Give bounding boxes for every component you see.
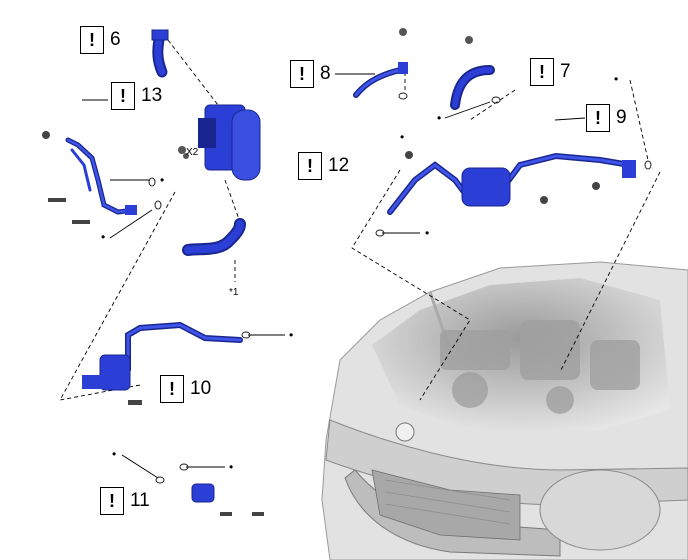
- callout-6[interactable]: ! 6: [80, 26, 121, 54]
- non-reusable-marker: •: [289, 328, 294, 342]
- callout-number: 7: [560, 61, 571, 82]
- callout-number: 13: [141, 85, 163, 106]
- callout-number: 8: [320, 63, 331, 84]
- callout-number: 11: [130, 490, 150, 511]
- non-reusable-marker: •: [614, 72, 619, 86]
- solid-leader-lines: [82, 73, 586, 479]
- non-reusable-marker: •: [400, 130, 405, 144]
- dashed-leader-lines: [59, 39, 661, 401]
- callout-number: 10: [190, 378, 212, 399]
- non-reusable-marker: •: [425, 226, 430, 240]
- part-12-lower-hose: [182, 218, 246, 256]
- part-13-bracket-pipes: [42, 131, 137, 215]
- non-reusable-marker: •: [112, 447, 117, 461]
- callout-13[interactable]: ! 13: [111, 82, 162, 110]
- caution-icon: !: [530, 58, 554, 86]
- part-13-bolts: [48, 198, 90, 224]
- callout-9[interactable]: ! 9: [586, 104, 627, 132]
- caution-icon: !: [111, 82, 135, 110]
- o-ring-seals: [148, 92, 652, 484]
- non-reusable-marker: •: [437, 111, 442, 125]
- part-12-receiver-assembly: [178, 104, 261, 181]
- callout-number: 12: [328, 155, 350, 176]
- caution-icon: !: [160, 375, 184, 403]
- non-reusable-marker: •: [229, 460, 234, 474]
- caution-icon: !: [290, 60, 314, 88]
- part-10-pipe-assembly: [82, 321, 243, 405]
- caution-icon: !: [586, 104, 610, 132]
- part-9-pipe-assembly: [387, 151, 636, 215]
- callout-11[interactable]: ! 11: [100, 487, 150, 515]
- callout-number: 6: [110, 29, 121, 50]
- caution-icon: !: [298, 152, 322, 180]
- callout-7[interactable]: ! 7: [530, 58, 571, 86]
- vehicle-engine-bay: [321, 261, 688, 560]
- caution-icon: !: [100, 487, 124, 515]
- note-label-1: *1: [229, 287, 239, 298]
- non-reusable-marker: •: [160, 173, 165, 187]
- part-11-fitting: [191, 483, 264, 516]
- part-8-pipe: [353, 28, 408, 98]
- callout-number: 9: [616, 107, 627, 128]
- callout-12[interactable]: ! 12: [298, 152, 349, 180]
- quantity-label-x2: X2: [186, 147, 199, 158]
- part-7-hose: [450, 36, 495, 110]
- caution-icon: !: [80, 26, 104, 54]
- callout-8[interactable]: ! 8: [290, 60, 331, 88]
- callout-10[interactable]: ! 10: [160, 375, 211, 403]
- part-6-hose: [151, 29, 169, 78]
- non-reusable-marker: •: [101, 230, 106, 244]
